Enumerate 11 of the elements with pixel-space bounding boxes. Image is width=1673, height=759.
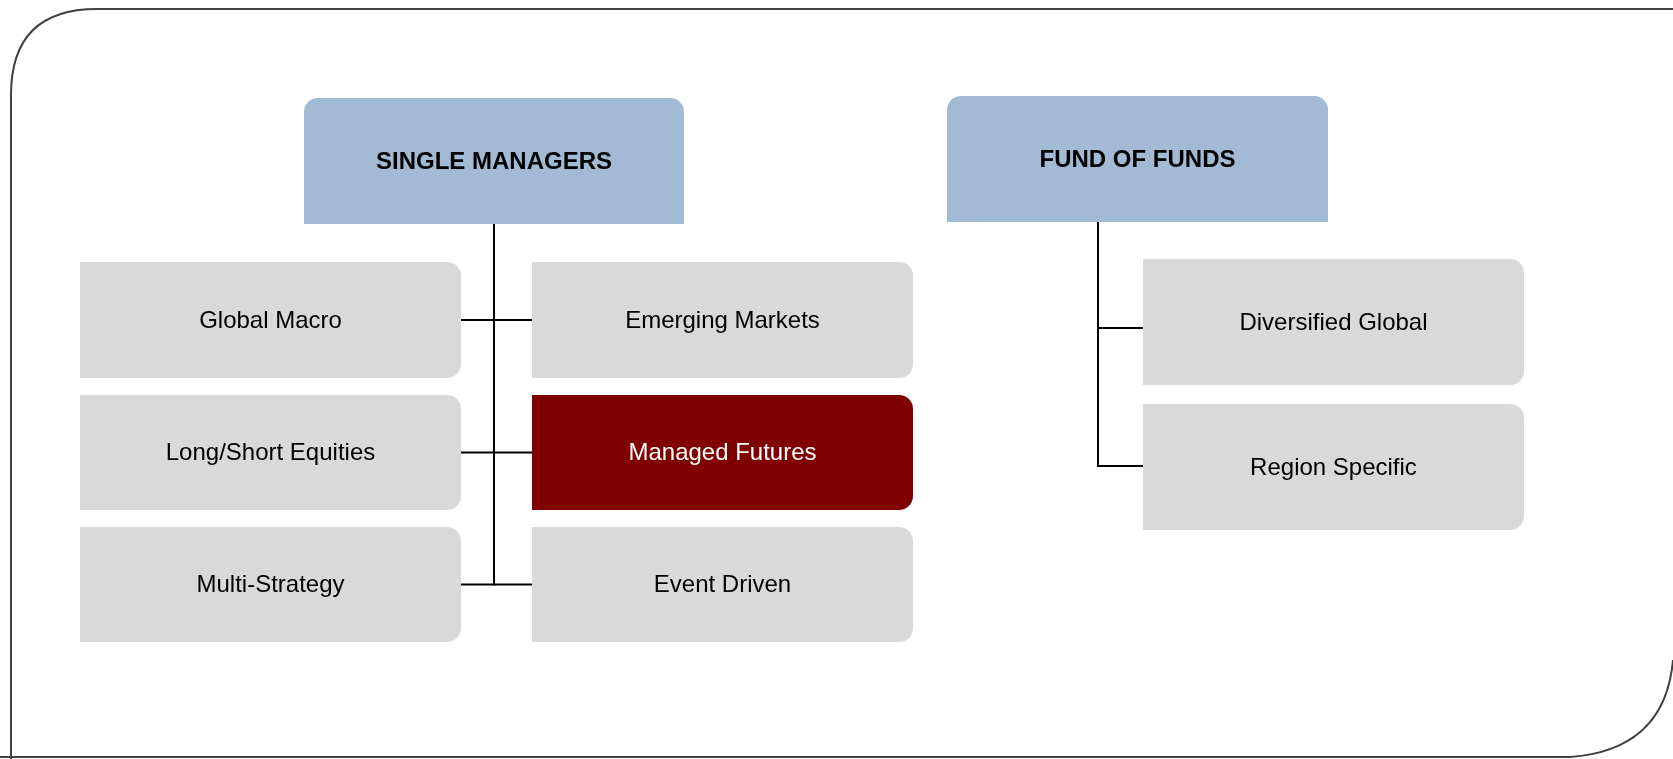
- connector-line: [1097, 221, 1144, 467]
- category-box: Global Macro: [80, 262, 461, 378]
- category-header-box: SINGLE MANAGERS: [304, 98, 684, 224]
- category-header-box: FUND OF FUNDS: [947, 96, 1328, 222]
- category-box: Diversified Global: [1143, 259, 1524, 385]
- category-box: Multi-Strategy: [80, 527, 461, 642]
- category-box: Emerging Markets: [532, 262, 913, 378]
- category-box: Managed Futures: [532, 395, 913, 510]
- category-box: Event Driven: [532, 527, 913, 642]
- category-box: Long/Short Equities: [80, 395, 461, 510]
- category-box: Region Specific: [1143, 404, 1524, 530]
